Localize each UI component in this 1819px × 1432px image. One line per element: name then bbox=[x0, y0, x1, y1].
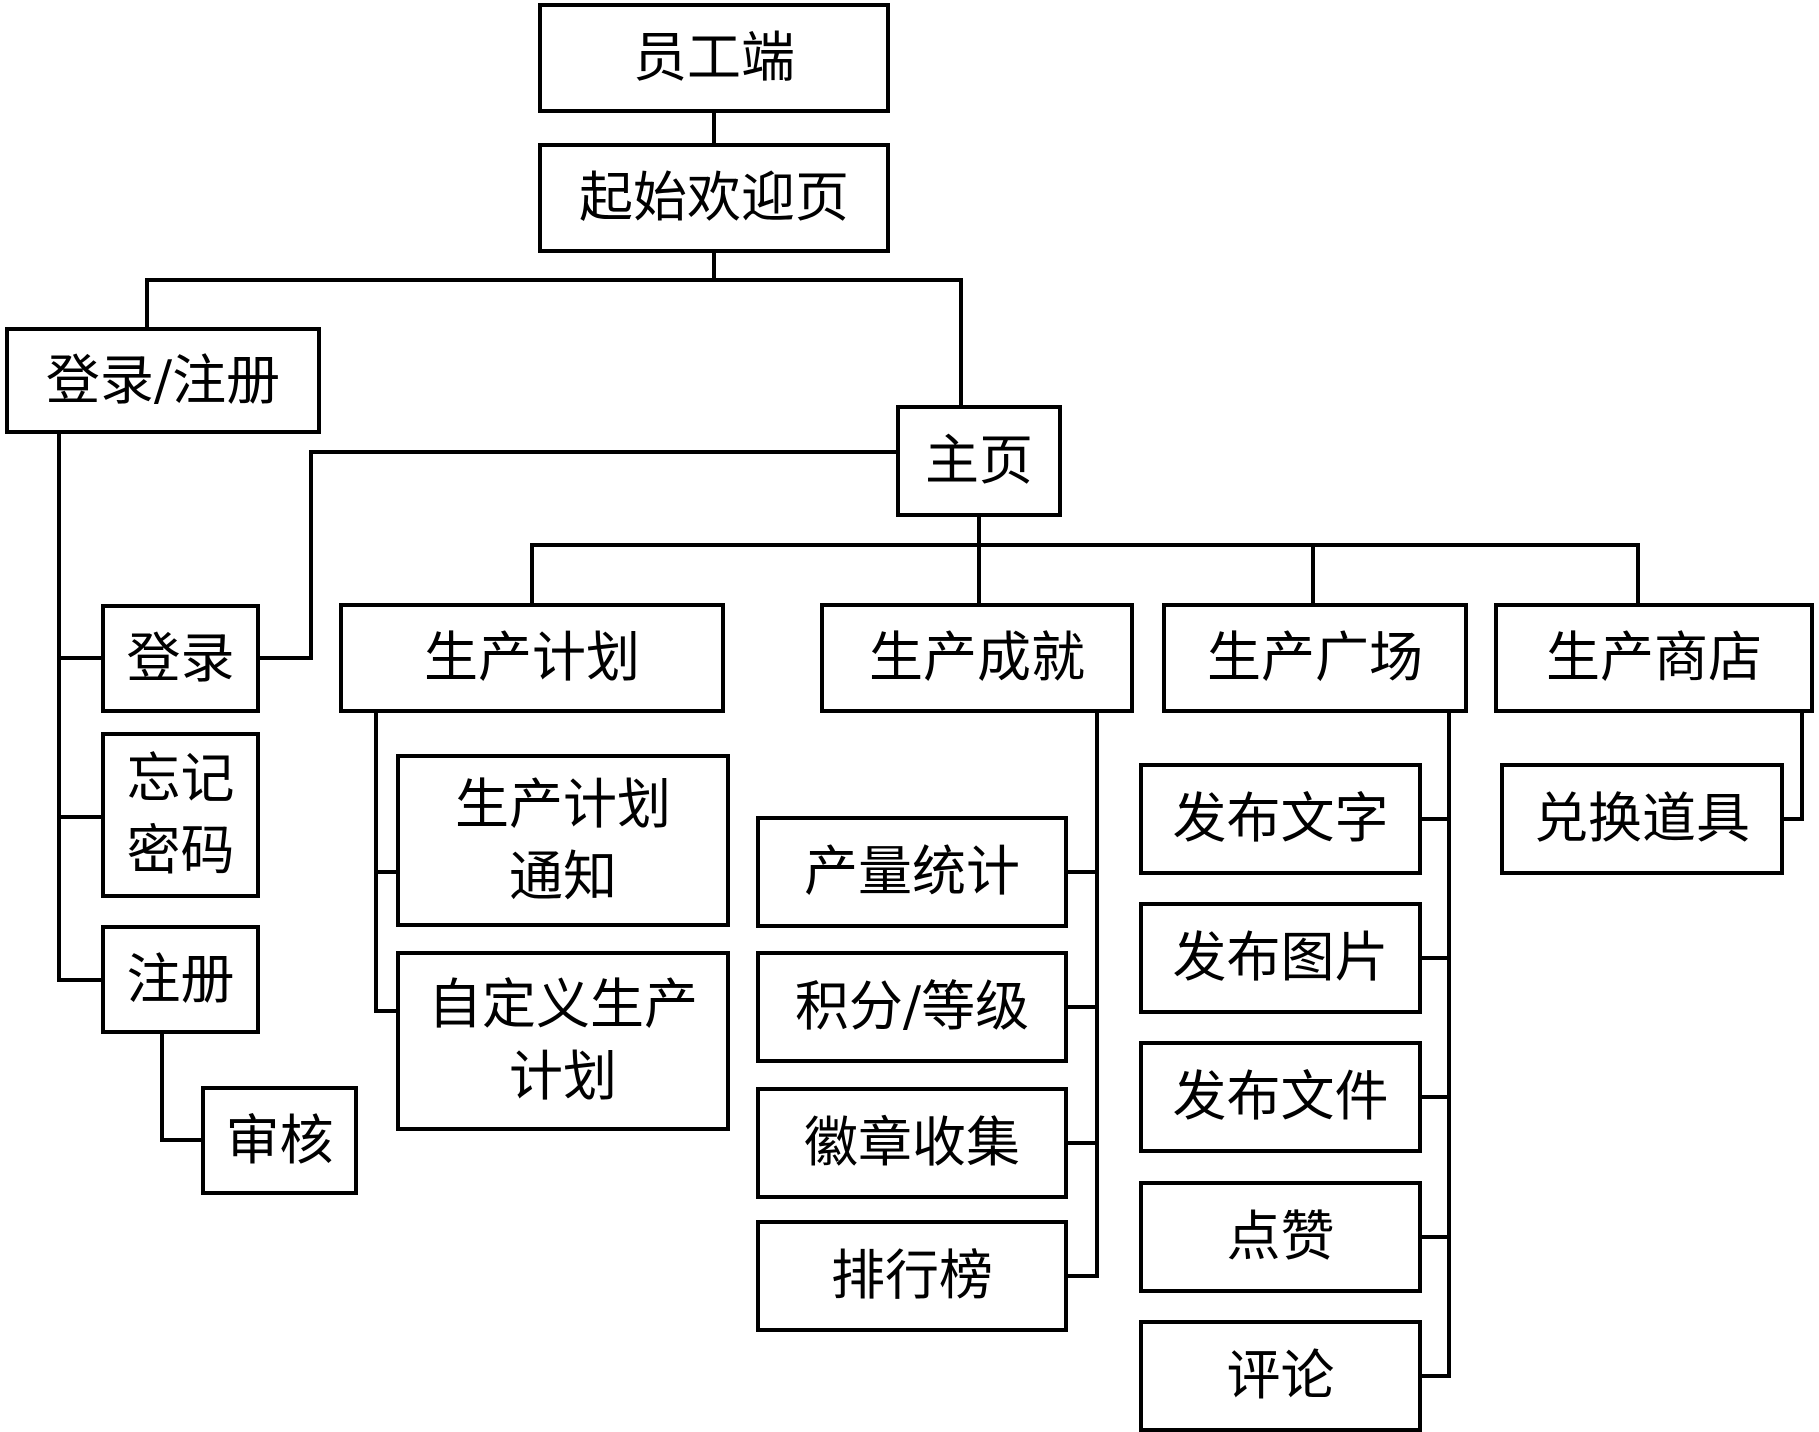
node-review: 审核 bbox=[201, 1086, 358, 1195]
node-exchange-items: 兑换道具 bbox=[1500, 763, 1784, 875]
node-label: 主页 bbox=[925, 429, 1033, 492]
node-leaderboard: 排行榜 bbox=[756, 1220, 1068, 1332]
node-label: 兑换道具 bbox=[1534, 787, 1750, 850]
node-post-file: 发布文件 bbox=[1139, 1041, 1422, 1153]
node-label: 员工端 bbox=[633, 26, 795, 89]
node-label: 自定义生产 计划 bbox=[428, 973, 698, 1108]
node-label: 起始欢迎页 bbox=[579, 166, 849, 229]
node-label: 生产广场 bbox=[1207, 626, 1423, 689]
node-post-text: 发布文字 bbox=[1139, 763, 1422, 875]
node-label: 积分/等级 bbox=[794, 975, 1030, 1038]
node-employee-client: 员工端 bbox=[538, 3, 890, 113]
node-plan-notification: 生产计划 通知 bbox=[396, 754, 730, 927]
node-production-achievement: 生产成就 bbox=[820, 603, 1134, 713]
node-welcome-page: 起始欢迎页 bbox=[538, 143, 890, 253]
node-label: 评论 bbox=[1226, 1344, 1335, 1407]
node-forgot-password: 忘记 密码 bbox=[101, 732, 260, 898]
node-production-shop: 生产商店 bbox=[1494, 603, 1814, 713]
node-badge-collection: 徽章收集 bbox=[756, 1087, 1068, 1199]
node-label: 审核 bbox=[225, 1108, 334, 1172]
node-label: 发布文字 bbox=[1172, 787, 1389, 850]
node-label: 产量统计 bbox=[804, 840, 1020, 903]
node-register: 注册 bbox=[101, 925, 260, 1034]
node-production-plan: 生产计划 bbox=[339, 603, 725, 713]
node-output-statistics: 产量统计 bbox=[756, 816, 1068, 928]
node-label: 生产成就 bbox=[869, 626, 1085, 689]
node-label: 徽章收集 bbox=[804, 1111, 1020, 1174]
node-label: 注册 bbox=[126, 947, 235, 1011]
node-label: 排行榜 bbox=[831, 1244, 993, 1307]
node-production-square: 生产广场 bbox=[1162, 603, 1468, 713]
node-label: 发布文件 bbox=[1172, 1065, 1389, 1128]
node-label: 点赞 bbox=[1226, 1205, 1335, 1268]
node-like: 点赞 bbox=[1139, 1181, 1422, 1293]
node-custom-plan: 自定义生产 计划 bbox=[396, 951, 730, 1131]
node-label: 登录 bbox=[126, 626, 235, 690]
node-label: 登录/注册 bbox=[45, 348, 281, 412]
node-points-level: 积分/等级 bbox=[756, 951, 1068, 1063]
node-comment: 评论 bbox=[1139, 1320, 1422, 1432]
node-label: 生产计划 通知 bbox=[455, 772, 671, 908]
node-login-register: 登录/注册 bbox=[5, 327, 321, 434]
node-login: 登录 bbox=[101, 604, 260, 713]
node-label: 发布图片 bbox=[1172, 926, 1389, 989]
node-post-image: 发布图片 bbox=[1139, 902, 1422, 1014]
node-label: 生产商店 bbox=[1546, 626, 1762, 689]
node-label: 生产计划 bbox=[424, 626, 640, 689]
node-home: 主页 bbox=[896, 405, 1062, 517]
node-label: 忘记 密码 bbox=[126, 747, 235, 882]
